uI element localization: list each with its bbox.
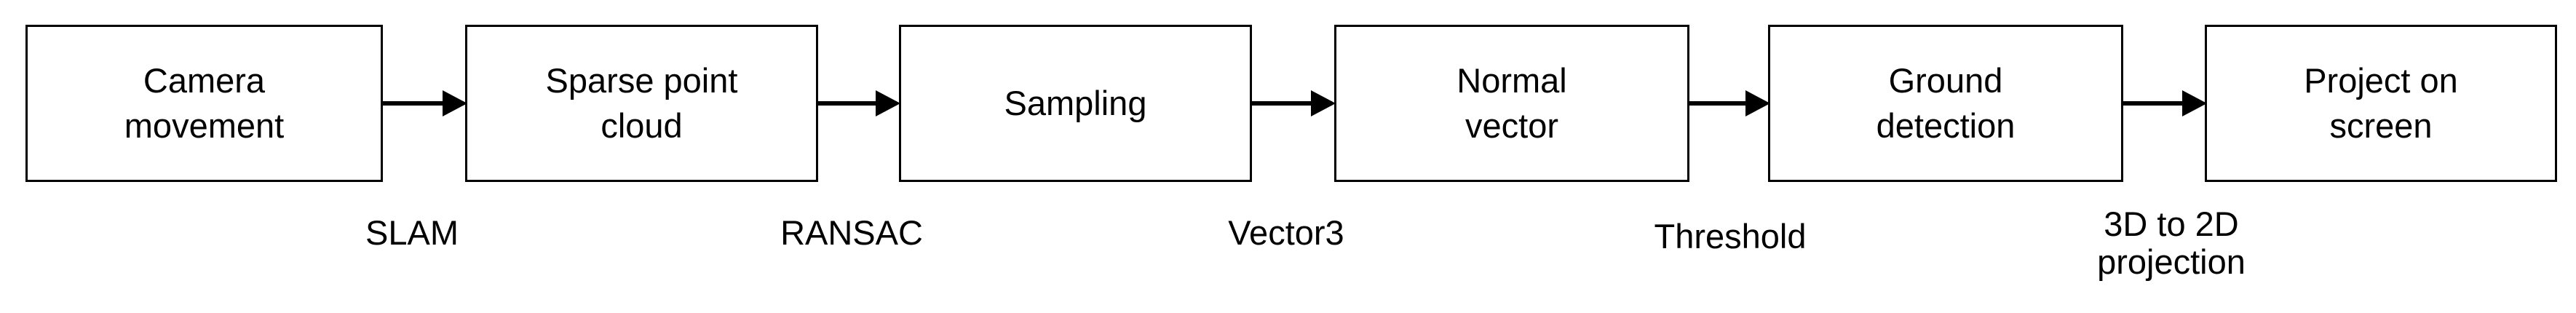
edge-label-projection: 3D to 2D projection [2097, 205, 2246, 281]
node-normal-vector: Normal vector [1334, 25, 1689, 182]
node-ground-detection: Ground detection [1768, 25, 2123, 182]
node-project-on-screen-label: Project on screen [2304, 61, 2458, 145]
node-sparse-point-cloud: Sparse point cloud [465, 25, 818, 182]
edge-label-vector3: Vector3 [1228, 213, 1344, 252]
arrow-projection-head [2182, 90, 2207, 116]
node-sparse-point-cloud-label: Sparse point cloud [545, 61, 738, 145]
node-camera-movement-label: Camera movement [124, 61, 285, 145]
arrow-threshold-head [1745, 90, 1770, 116]
arrow-ransac-head [876, 90, 900, 116]
node-camera-movement: Camera movement [25, 25, 383, 182]
edge-label-ransac: RANSAC [780, 213, 923, 252]
node-sampling: Sampling [899, 25, 1252, 182]
arrow-slam-head [443, 90, 467, 116]
edge-label-slam: SLAM [365, 213, 459, 252]
node-sampling-label: Sampling [1004, 84, 1147, 122]
edge-label-threshold: Threshold [1654, 217, 1807, 255]
node-normal-vector-label: Normal vector [1457, 61, 1567, 145]
node-project-on-screen: Project on screen [2205, 25, 2557, 182]
arrow-vector3-head [1311, 90, 1336, 116]
node-ground-detection-label: Ground detection [1876, 61, 2016, 145]
